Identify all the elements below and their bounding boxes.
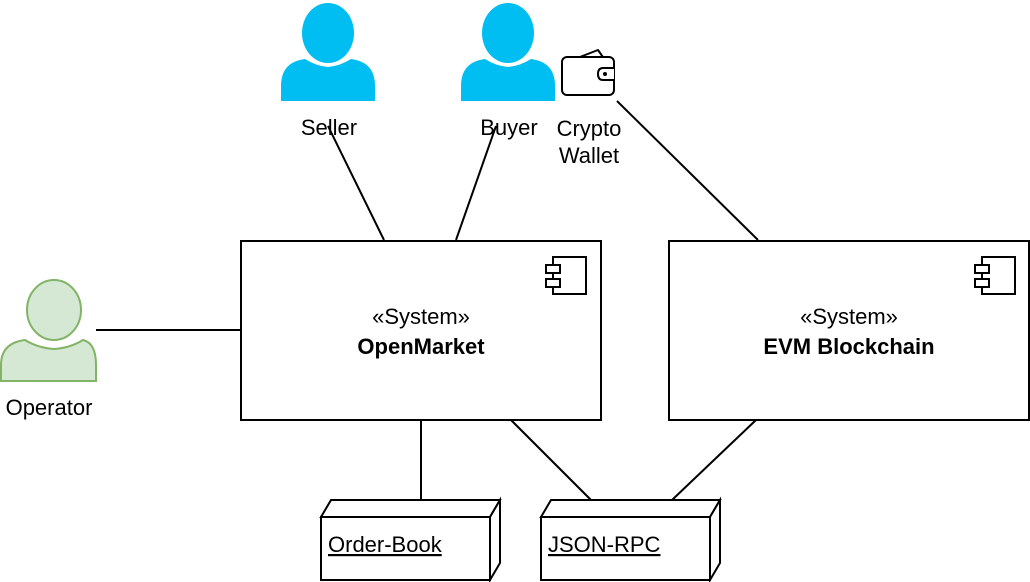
jsonrpc-box [540,516,711,581]
connectors [96,100,759,501]
orderbook-node[interactable]: Order-Book [319,496,502,582]
operator-label: Operator [6,395,93,420]
orderbook-label: Order-Book [328,532,443,557]
edge-evm-jsonrpc [671,419,757,501]
jsonrpc-label: JSON-RPC [548,532,661,557]
component-icon [974,256,1016,295]
openmarket-box [240,240,602,421]
person-icon [281,3,375,101]
edge-openmarket-jsonrpc [510,419,592,501]
seller-label: Seller [301,115,357,140]
openmarket-name: OpenMarket [357,334,485,359]
edge-seller-openmarket [327,125,385,241]
seller-actor[interactable]: Seller [281,3,375,140]
wallet-label-line2: Wallet [559,143,619,168]
evm-blockchain-box [668,240,1030,421]
jsonrpc-node[interactable]: JSON-RPC [539,496,722,582]
edge-wallet-evm [616,100,759,241]
component-icon [545,256,587,295]
person-icon [0,279,97,382]
evm-blockchain-system[interactable]: «System» EVM Blockchain [668,240,1030,421]
openmarket-system[interactable]: «System» OpenMarket [240,240,602,421]
operator-actor[interactable]: Operator [0,279,97,420]
openmarket-stereotype: «System» [372,304,470,329]
person-icon [461,3,555,101]
edge-buyer-openmarket [455,125,497,241]
wallet-icon [561,49,615,96]
buyer-actor[interactable]: Buyer [461,3,555,140]
buyer-label: Buyer [480,115,537,140]
evm-name: EVM Blockchain [763,334,934,359]
evm-stereotype: «System» [800,304,898,329]
orderbook-box [320,516,491,581]
crypto-wallet[interactable]: Crypto Wallet [557,49,622,168]
wallet-label-line1: Crypto [557,116,622,141]
